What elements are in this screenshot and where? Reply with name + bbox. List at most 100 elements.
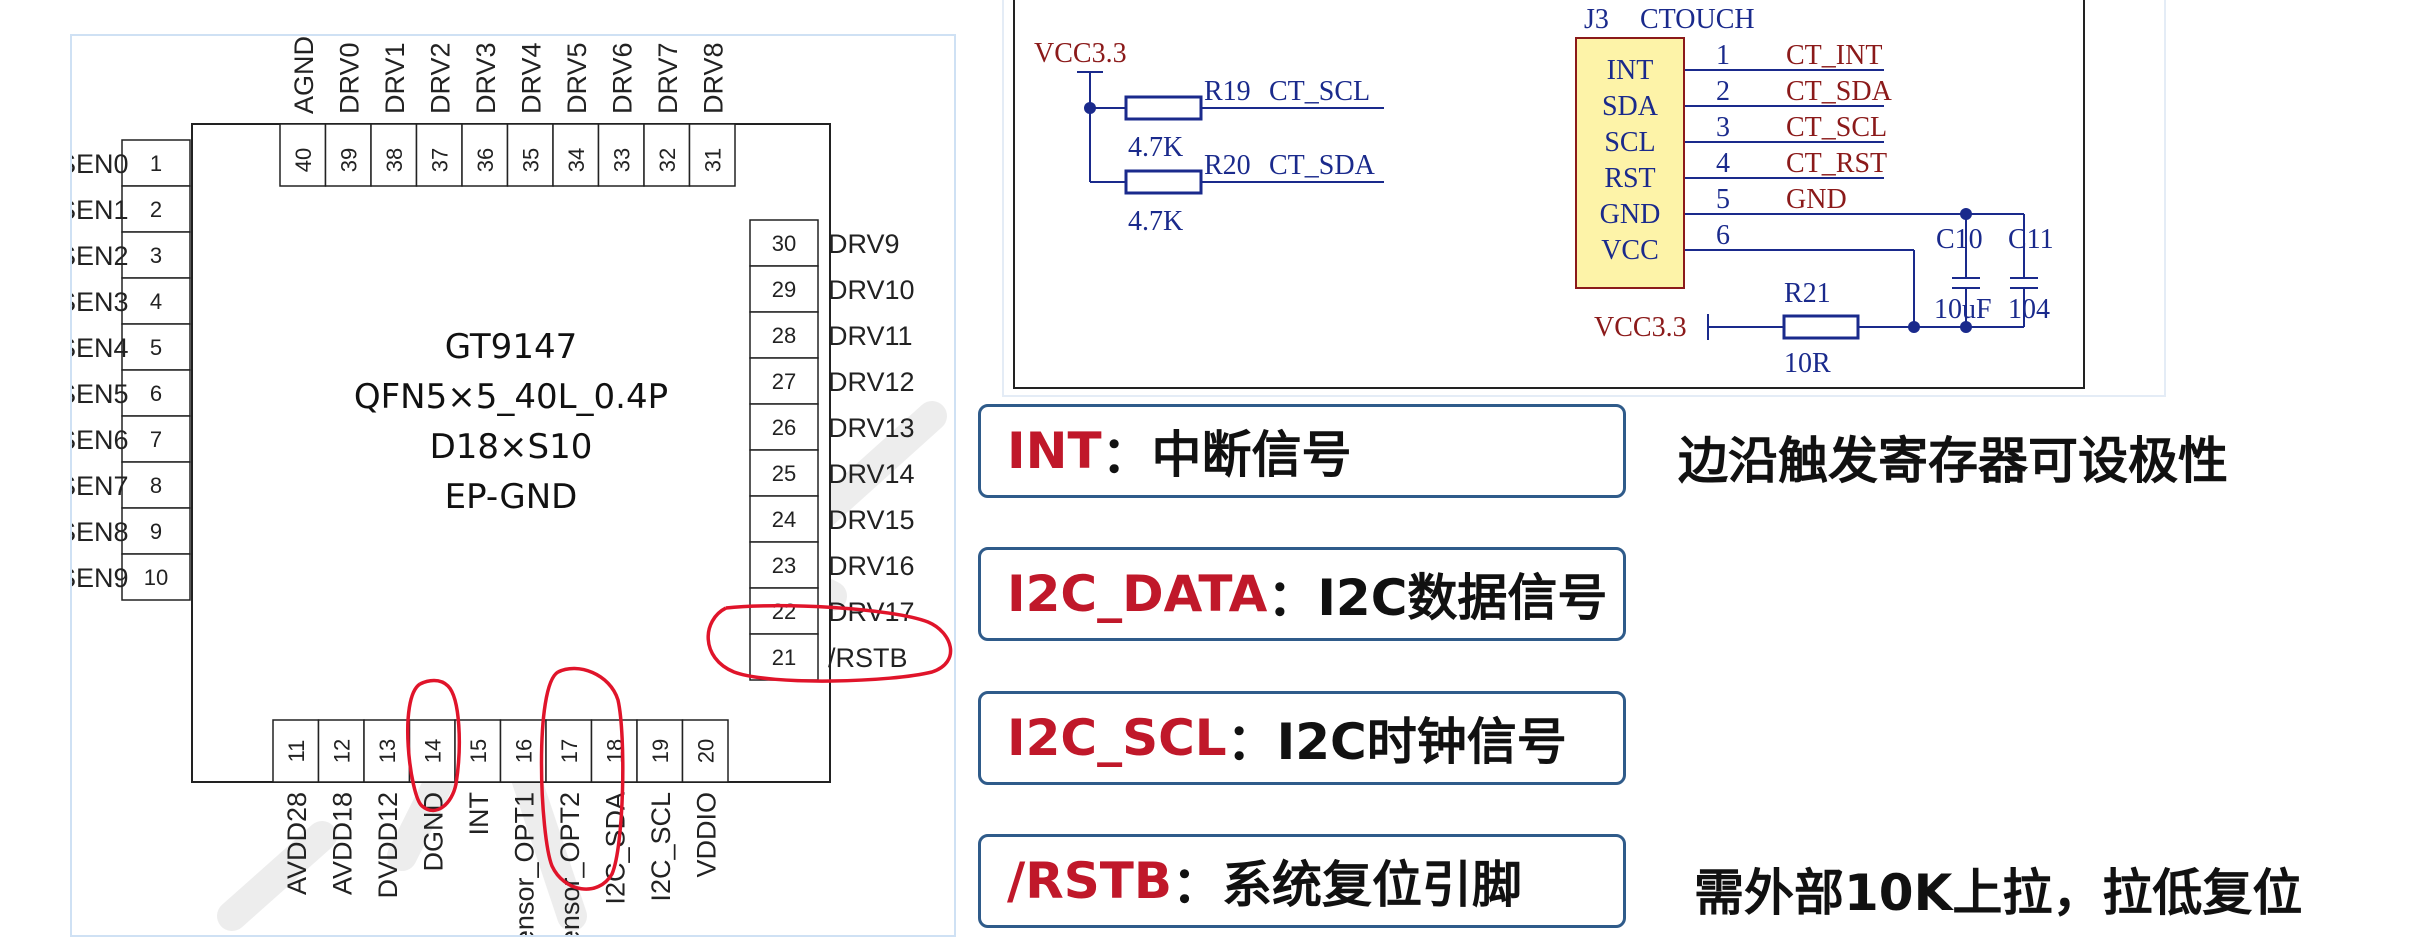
pin-number: 26 — [772, 415, 796, 440]
r19-ref: R19 — [1204, 76, 1251, 107]
vcc-top-label: VCC3.3 — [1034, 38, 1127, 69]
pin-box — [749, 265, 819, 313]
pin-number: 19 — [648, 739, 673, 763]
connector-name: CTOUCH — [1640, 4, 1755, 35]
pin-label: DRV8 — [698, 42, 728, 114]
signal-desc-rstb: ：系统复位引脚 — [1172, 856, 1522, 914]
resistor-r21 — [1782, 314, 1860, 340]
pin-label: AGND — [289, 36, 319, 114]
pin-label: SEN0 — [72, 149, 129, 179]
pin-number: 32 — [655, 148, 680, 172]
rstb-note: 需外部10K上拉，拉低复位 — [1694, 864, 2303, 922]
connector-pin-label: INT — [1607, 55, 1654, 86]
gt9147-pinout-panel: 1SEN02SEN13SEN24SEN35SEN46SEN57SEN68SEN7… — [70, 34, 956, 937]
pin-number: 33 — [609, 148, 634, 172]
pin-number: 5 — [150, 335, 162, 360]
pin-number: 37 — [427, 148, 452, 172]
connector-pin-label: SDA — [1602, 91, 1659, 122]
r19-net: CT_SCL — [1269, 76, 1370, 107]
pin-label: DRV2 — [425, 42, 455, 114]
vcc-bottom-label: VCC3.3 — [1594, 312, 1687, 343]
chip-exposed-pad: EP-GND — [445, 477, 578, 517]
signal-box-i2c-scl: I2C_SCL：I2C时钟信号 — [978, 691, 1626, 785]
connector-j3-body — [1575, 37, 1685, 289]
touch-connector-schematic-panel: VCC3.3 R19 CT_SCL 4.7K R20 CT_SDA 4.7K J… — [1004, 0, 2164, 395]
pin-label: SEN1 — [72, 195, 129, 225]
pin-box — [279, 123, 327, 187]
pin-box — [749, 587, 819, 635]
highlight-int — [405, 678, 462, 813]
r20-ref: R20 — [1204, 150, 1251, 181]
pin-number: 13 — [375, 739, 400, 763]
resistor-r19 — [1124, 95, 1203, 121]
pin-box — [121, 553, 191, 601]
pin-label: DRV11 — [828, 321, 913, 351]
pin-label: VDDIO — [691, 792, 721, 878]
pin-box — [749, 449, 819, 497]
pin-number: 30 — [772, 231, 796, 256]
gt9147-pinout-diagram: 1SEN02SEN13SEN24SEN35SEN46SEN57SEN68SEN7… — [72, 36, 953, 937]
pin-label: DRV5 — [562, 42, 592, 114]
highlight-i2c — [539, 666, 625, 891]
pin-box — [590, 719, 638, 783]
signal-name-i2c-scl: I2C_SCL — [1007, 709, 1227, 767]
signal-name-i2c-data: I2C_DATA — [1007, 565, 1268, 623]
pin-number: 22 — [772, 599, 796, 624]
pin-number: 2 — [150, 197, 162, 222]
pin-box — [121, 461, 191, 509]
signal-name-int: INT — [1007, 422, 1102, 480]
pin-number: 12 — [329, 739, 354, 763]
c10-ref: C10 — [1936, 224, 1983, 255]
pin-label: SEN7 — [72, 471, 129, 501]
pin-number: 7 — [150, 427, 162, 452]
connector-pin-net: CT_INT — [1786, 40, 1882, 71]
pin-label: SEN3 — [72, 287, 129, 317]
pin-box — [643, 123, 691, 187]
pin-box — [688, 123, 736, 187]
pin-number: 14 — [420, 739, 445, 763]
pin-number: 15 — [466, 739, 491, 763]
pin-label: DRV6 — [607, 42, 637, 114]
pin-number: 31 — [700, 148, 725, 172]
top-pin-group: 40AGND39DRV038DRV137DRV236DRV335DRV434DR… — [279, 36, 736, 187]
pin-box — [121, 415, 191, 463]
chip-name: GT9147 — [445, 327, 577, 367]
left-pin-group: 1SEN02SEN13SEN24SEN35SEN46SEN57SEN68SEN7… — [72, 139, 191, 601]
connector-pin-label: GND — [1600, 199, 1661, 230]
connector-pin-number: 5 — [1716, 184, 1730, 215]
pin-label: Sensor_OPT2 — [555, 792, 585, 937]
pin-box — [749, 311, 819, 359]
connector-pin-label: VCC — [1601, 235, 1659, 266]
bottom-pin-group: 11AVDD2812AVDD1813DVDD1214DGND15INT16Sen… — [272, 719, 729, 937]
pin-label: SEN5 — [72, 379, 129, 409]
pin-number: 38 — [382, 148, 407, 172]
connector-pin-net: GND — [1786, 184, 1847, 215]
pin-number: 21 — [772, 645, 796, 670]
pin-label: DRV10 — [828, 275, 915, 305]
pin-label: I2C_SDA — [600, 792, 630, 905]
pin-label: SEN6 — [72, 425, 129, 455]
connector-pin-label: RST — [1604, 163, 1655, 194]
pin-box — [597, 123, 645, 187]
pin-label: I2C_SCL — [646, 792, 676, 902]
pin-number: 16 — [511, 739, 536, 763]
pin-number: 35 — [518, 148, 543, 172]
connector-pin-number: 6 — [1716, 220, 1730, 251]
r20-net: CT_SDA — [1269, 150, 1376, 181]
schematic-border — [1013, 0, 2085, 389]
touch-connector-schematic: VCC3.3 R19 CT_SCL 4.7K R20 CT_SDA 4.7K J… — [1013, 0, 2085, 389]
signal-desc-i2c-scl: ：I2C时钟信号 — [1226, 713, 1567, 771]
pin-box — [749, 403, 819, 451]
pin-number: 8 — [150, 473, 162, 498]
signal-desc-i2c-data: ：I2C数据信号 — [1267, 569, 1608, 627]
r21-ref: R21 — [1784, 278, 1831, 309]
r21-value: 10R — [1784, 348, 1831, 379]
pin-box — [121, 185, 191, 233]
pin-label: DGND — [418, 792, 448, 872]
connector-pin-net: CT_SDA — [1786, 76, 1893, 107]
pin-box — [121, 323, 191, 371]
pin-label: DRV0 — [334, 42, 364, 114]
pin-number: 17 — [557, 739, 582, 763]
pin-number: 36 — [473, 148, 498, 172]
